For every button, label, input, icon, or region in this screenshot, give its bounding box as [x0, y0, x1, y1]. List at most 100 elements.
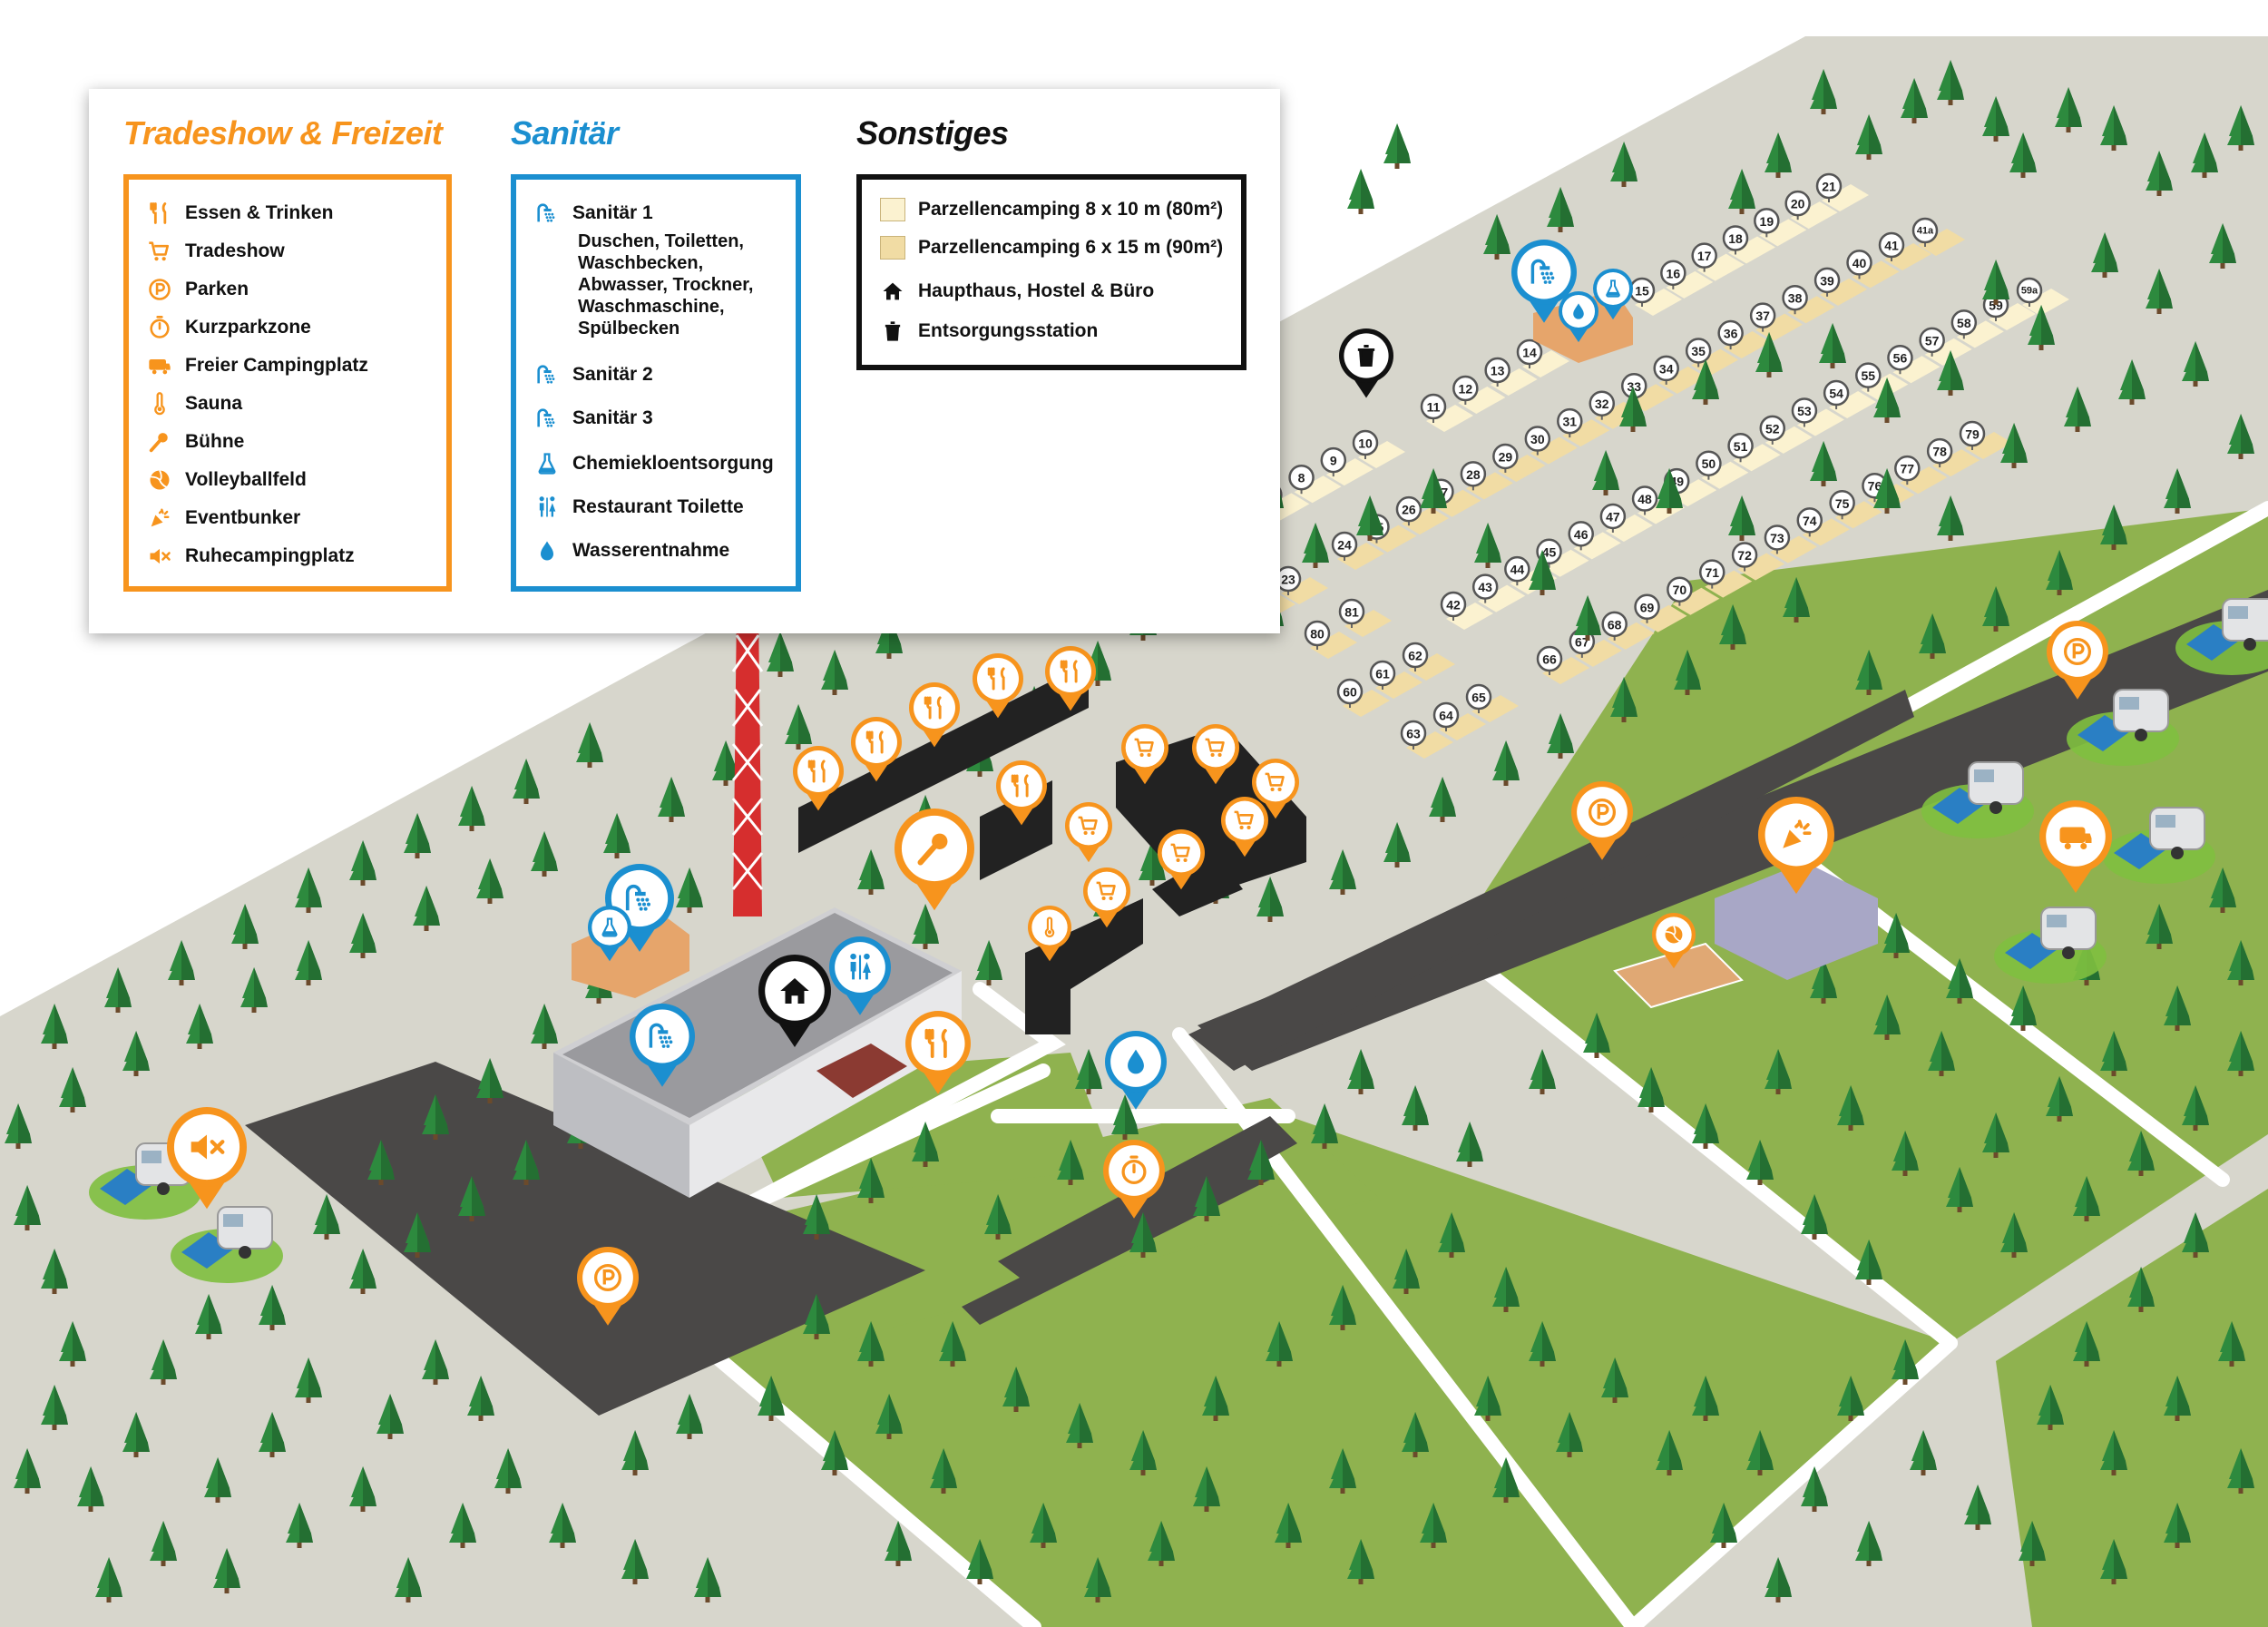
- parking-pin[interactable]: [2047, 621, 2108, 700]
- camping-plot[interactable]: 73: [1764, 524, 1817, 564]
- flask-pin[interactable]: [588, 906, 631, 962]
- water-drop-pin[interactable]: [1105, 1031, 1167, 1110]
- camping-plot[interactable]: 39: [1813, 267, 1868, 306]
- camping-plot[interactable]: 11: [1420, 393, 1473, 432]
- shopping-cart-pin[interactable]: [1252, 759, 1299, 819]
- camping-plot[interactable]: 63: [1400, 720, 1453, 759]
- flask-pin[interactable]: [1593, 269, 1633, 320]
- camping-plot[interactable]: 10: [1352, 429, 1405, 468]
- camping-plot[interactable]: 18: [1722, 225, 1775, 264]
- camping-plot[interactable]: 9: [1320, 446, 1374, 486]
- camping-plot[interactable]: 8: [1288, 464, 1342, 504]
- fork-knife-pin[interactable]: [851, 717, 902, 782]
- shopping-cart-pin[interactable]: [1158, 829, 1205, 890]
- camping-plot[interactable]: 81: [1338, 598, 1392, 637]
- camping-plot[interactable]: 38: [1782, 284, 1835, 324]
- camping-plot[interactable]: 69: [1634, 593, 1687, 632]
- camping-plot[interactable]: 52: [1759, 415, 1813, 454]
- volleyball-icon: [143, 466, 176, 494]
- camping-plot[interactable]: 59a: [2016, 277, 2069, 316]
- camping-plot[interactable]: 51: [1727, 433, 1781, 472]
- camping-plot[interactable]: 28: [1460, 461, 1513, 500]
- camping-plot[interactable]: 61: [1369, 660, 1422, 699]
- camping-plot[interactable]: 24: [1331, 531, 1384, 570]
- camping-plot[interactable]: 80: [1304, 620, 1357, 659]
- camping-plot[interactable]: 42: [1440, 591, 1493, 630]
- water-drop-pin[interactable]: [1559, 291, 1598, 343]
- camping-plot[interactable]: 29: [1492, 443, 1546, 482]
- camping-plot[interactable]: 19: [1754, 208, 1807, 247]
- camping-plot[interactable]: 20: [1784, 190, 1838, 230]
- map-pins[interactable]: [167, 240, 2112, 1326]
- camping-plot[interactable]: 79: [1959, 420, 2012, 459]
- shopping-cart-pin[interactable]: [1083, 867, 1130, 928]
- shower-pin[interactable]: [630, 1004, 695, 1087]
- camping-plot[interactable]: 60: [1336, 678, 1390, 717]
- volleyball-pin[interactable]: [1652, 913, 1696, 969]
- camping-plot[interactable]: 50: [1696, 450, 1749, 489]
- camping-plot[interactable]: 70: [1667, 576, 1720, 615]
- camping-plot[interactable]: 74: [1796, 507, 1850, 546]
- camping-plot[interactable]: 47: [1599, 503, 1653, 542]
- camping-plot[interactable]: 37: [1749, 302, 1804, 341]
- camping-plot[interactable]: 23: [1275, 565, 1328, 604]
- restroom-pin[interactable]: [829, 936, 891, 1015]
- camping-plot[interactable]: 34: [1653, 355, 1706, 394]
- camping-plot[interactable]: 57: [1919, 327, 1972, 366]
- shopping-cart-pin[interactable]: [1221, 797, 1268, 858]
- camping-plot[interactable]: 71: [1698, 559, 1753, 598]
- fork-knife-pin[interactable]: [973, 653, 1023, 719]
- shopping-cart-pin[interactable]: [1192, 724, 1239, 785]
- camping-plot[interactable]: 13: [1484, 357, 1538, 396]
- camping-plot[interactable]: 36: [1717, 319, 1771, 359]
- camping-plot[interactable]: 26: [1395, 495, 1449, 535]
- fork-knife-pin[interactable]: [909, 682, 960, 748]
- camper-pin[interactable]: [2039, 800, 2112, 893]
- camping-plot[interactable]: 46: [1568, 521, 1621, 560]
- parking-pin[interactable]: [1571, 781, 1633, 860]
- camping-plot[interactable]: 58: [1950, 309, 2004, 348]
- camping-plot[interactable]: 41a: [1911, 217, 1965, 256]
- camping-plot[interactable]: 40: [1846, 250, 1900, 289]
- camping-plot[interactable]: 16: [1660, 260, 1714, 299]
- house-pin[interactable]: [758, 955, 831, 1047]
- trash-pin[interactable]: [1339, 328, 1393, 398]
- camping-plot[interactable]: 54: [1823, 379, 1877, 419]
- camping-plot[interactable]: 30: [1524, 426, 1578, 465]
- camping-plot[interactable]: 17: [1691, 242, 1745, 281]
- camping-plot[interactable]: 68: [1601, 611, 1655, 650]
- camping-plot[interactable]: 75: [1829, 490, 1882, 529]
- shopping-cart-pin[interactable]: [1121, 724, 1168, 785]
- camping-plot[interactable]: 31: [1557, 407, 1610, 447]
- camping-plot[interactable]: 72: [1731, 542, 1785, 581]
- camping-plot[interactable]: 65: [1465, 683, 1519, 722]
- camping-plot[interactable]: 15: [1628, 277, 1682, 316]
- camping-plot[interactable]: 78: [1926, 437, 1980, 477]
- camping-plot[interactable]: 41: [1878, 231, 1931, 270]
- shower-pin[interactable]: [1511, 240, 1577, 323]
- camping-plot[interactable]: 12: [1452, 375, 1506, 414]
- thermometer-pin[interactable]: [1028, 906, 1071, 962]
- fork-knife-pin[interactable]: [905, 1011, 971, 1094]
- parking-pin[interactable]: [577, 1247, 639, 1326]
- fork-knife-pin[interactable]: [793, 746, 844, 811]
- camping-plot[interactable]: 77: [1894, 455, 1948, 495]
- fork-knife-pin[interactable]: [1045, 646, 1096, 711]
- microphone-pin[interactable]: [894, 809, 974, 911]
- shopping-cart-pin[interactable]: [1065, 802, 1112, 863]
- fork-knife-pin[interactable]: [996, 760, 1047, 826]
- plot-number: 34: [1659, 361, 1674, 376]
- camping-plot[interactable]: 43: [1471, 573, 1526, 613]
- muted-speaker-pin[interactable]: [167, 1107, 247, 1210]
- party-popper-pin[interactable]: [1758, 797, 1834, 895]
- legend-box-sonstiges: Parzellencamping 8 x 10 m (80m²)Parzelle…: [856, 174, 1246, 370]
- camping-plot[interactable]: 14: [1516, 338, 1569, 377]
- camping-plot[interactable]: 53: [1791, 397, 1844, 436]
- timer-pin[interactable]: [1103, 1140, 1165, 1219]
- plot-number: 23: [1281, 573, 1295, 587]
- camping-plot[interactable]: 66: [1536, 645, 1589, 684]
- camping-plot[interactable]: 62: [1402, 642, 1455, 681]
- camping-plot[interactable]: 21: [1815, 172, 1869, 211]
- camping-plot[interactable]: 64: [1432, 701, 1486, 740]
- camping-plot[interactable]: 56: [1887, 344, 1941, 384]
